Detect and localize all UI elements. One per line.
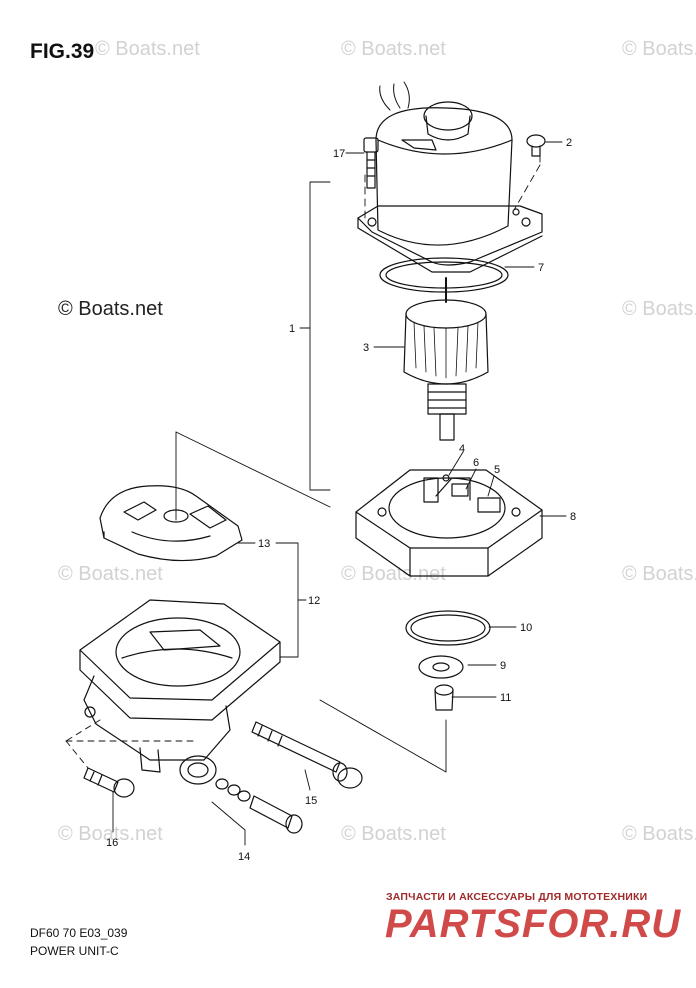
callout-labels: 17 2 7 1 3 4 6 5 8 13 12 10 9 11 15 14 1…: [106, 137, 576, 863]
motor-housing: [357, 81, 543, 273]
callout-3: 3: [363, 342, 369, 354]
bracket-14: [211, 801, 246, 846]
callout-15: 15: [305, 795, 317, 807]
watermark: © Boats.net: [58, 563, 163, 585]
watermark: © Boats.net: [622, 823, 696, 845]
figure-title: FIG.39: [30, 40, 95, 63]
bolt-16: [83, 767, 135, 798]
gasket-13: [99, 485, 243, 562]
bolt-17: [363, 137, 379, 189]
watermark: © Boats.net: [341, 563, 446, 585]
callout-16: 16: [106, 837, 118, 849]
o-ring-10: [405, 610, 491, 646]
watermark: © Boats.net: [341, 823, 446, 845]
brand-logo: PARTSFOR.RU: [385, 902, 682, 946]
armature-3: [403, 277, 489, 441]
callout-10: 10: [520, 622, 532, 634]
watermark: © Boats.net: [622, 38, 696, 60]
valve-14: [215, 778, 303, 834]
callout-8: 8: [570, 511, 576, 523]
screw-2: [526, 134, 546, 157]
bracket-12: [275, 542, 299, 658]
bracket-1: [309, 181, 331, 491]
brush-holder-8: [355, 469, 543, 577]
copyright-notice: © Boats.net: [58, 298, 163, 320]
callout-12: 12: [308, 595, 320, 607]
watermark: © Boats.net: [95, 38, 200, 60]
reservoir-12: [79, 599, 281, 785]
drawing-code: DF60 70 E03_039: [30, 926, 128, 940]
callout-7: 7: [538, 262, 544, 274]
watermark: © Boats.net: [58, 823, 163, 845]
bolt-15: [251, 721, 363, 789]
drawing-name: POWER UNIT-C: [30, 944, 119, 958]
leader-lines: [65, 141, 567, 846]
o-ring-7: [379, 257, 509, 293]
callout-17: 17: [333, 148, 345, 160]
callout-6: 6: [473, 457, 479, 469]
callout-13: 13: [258, 538, 270, 550]
washer-9: [418, 655, 464, 679]
callout-1: 1: [289, 323, 295, 335]
callout-11: 11: [500, 692, 511, 704]
watermark: © Boats.net: [622, 563, 696, 585]
callout-9: 9: [500, 660, 506, 672]
watermark: © Boats.net: [341, 38, 446, 60]
watermark: © Boats.net: [622, 298, 696, 320]
plug-11: [434, 684, 454, 711]
callout-2: 2: [566, 137, 572, 149]
callout-5: 5: [494, 464, 500, 476]
brand-tagline: ЗАПЧАСТИ И АКСЕССУАРЫ ДЛЯ МОТОТЕХНИКИ: [386, 891, 648, 903]
callout-14: 14: [238, 851, 250, 863]
callout-4: 4: [459, 443, 465, 455]
